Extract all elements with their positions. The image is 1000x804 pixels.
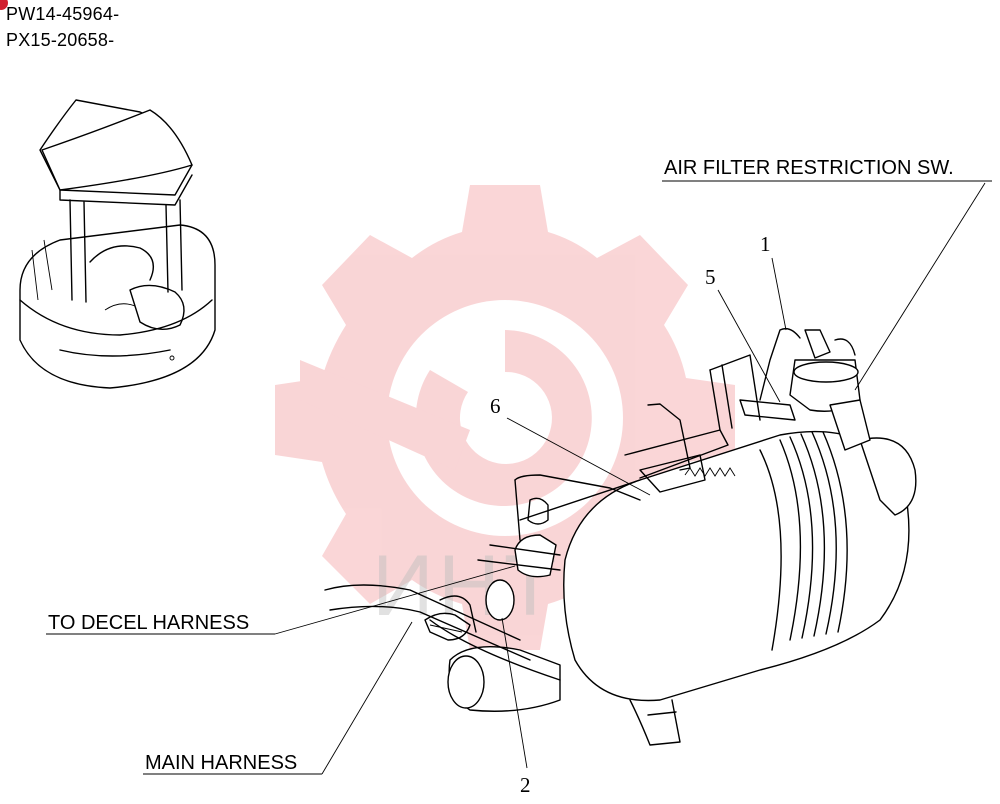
callout-number-2: 2 bbox=[520, 773, 531, 797]
serial-range-2: PX15-20658- bbox=[6, 30, 115, 50]
callout-number-5: 5 bbox=[705, 265, 716, 289]
callout-number-1: 1 bbox=[760, 232, 771, 256]
corner-marker bbox=[0, 0, 8, 10]
restriction-switch bbox=[739, 327, 871, 451]
label-main-harness: MAIN HARNESS bbox=[145, 752, 297, 774]
mounting-bracket bbox=[514, 354, 761, 541]
air-filter-assembly bbox=[324, 430, 917, 746]
label-decel-harness: TO DECEL HARNESS bbox=[48, 612, 249, 634]
harness-clips bbox=[424, 534, 561, 641]
label-air-filter-restriction-switch: AIR FILTER RESTRICTION SW. bbox=[664, 157, 954, 179]
machine-overview bbox=[19, 99, 216, 389]
leader-lines bbox=[46, 180, 992, 775]
callout-number-6: 6 bbox=[490, 394, 501, 418]
serial-range-1: PW14-45964- bbox=[6, 4, 120, 24]
